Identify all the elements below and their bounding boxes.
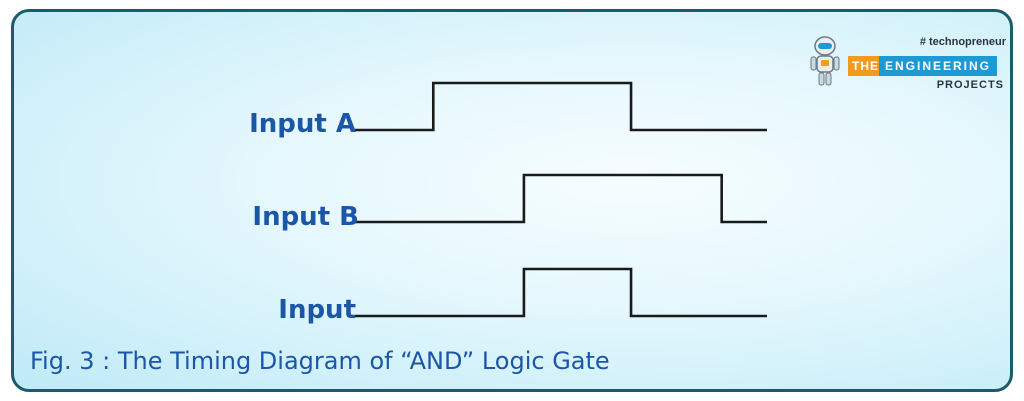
- brand-logo: # technopreneur THE ENGINEERING PROJECTS: [804, 32, 1010, 102]
- waveform-input-a: [355, 81, 767, 132]
- signal-label-input-b: Input B: [252, 202, 359, 232]
- waveform-output: [355, 267, 767, 318]
- logo-word-projects: PROJECTS: [936, 79, 1004, 91]
- figure-frame: Input A Input B Input # technopreneur TH…: [11, 9, 1013, 392]
- figure-caption: Fig. 3 : The Timing Diagram of “AND” Log…: [30, 347, 610, 375]
- timing-diagram: [355, 81, 767, 318]
- signal-label-output: Input: [278, 295, 356, 325]
- logo-word-the: THE: [848, 56, 883, 76]
- logo-word-engineering: ENGINEERING: [879, 56, 998, 76]
- waveform-input-b: [355, 173, 767, 224]
- robot-icon: [810, 36, 840, 86]
- signal-label-input-a: Input A: [249, 109, 356, 139]
- logo-hashtag: # technopreneur: [919, 36, 1006, 48]
